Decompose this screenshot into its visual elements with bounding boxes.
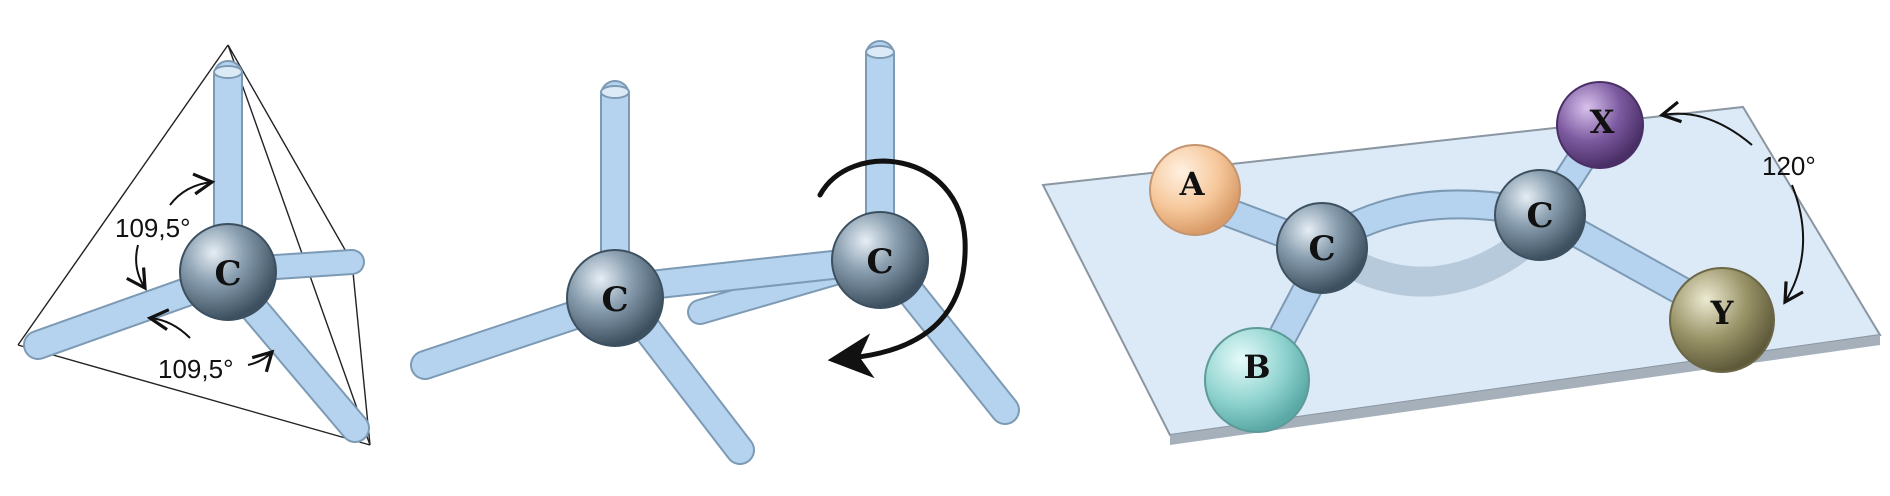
substituent-x-label: X — [1590, 103, 1615, 141]
angle-label-bottom: 109,5° — [158, 354, 233, 384]
right-carbon-label: C — [866, 242, 893, 282]
planar-left-carbon-label: C — [1308, 229, 1335, 269]
substituent-b — [1204, 327, 1310, 433]
rotation-panel: C C — [410, 40, 1020, 465]
substituent-a-label: A — [1179, 165, 1206, 203]
right-carbon-bonds — [865, 40, 1020, 425]
substituent-x — [1556, 81, 1644, 169]
carbon-atom-label: C — [214, 254, 241, 294]
substituent-y-label: Y — [1710, 294, 1735, 332]
left-carbon-atom — [566, 249, 664, 347]
tetrahedron-outline — [17, 44, 371, 446]
carbon-atom — [179, 223, 277, 321]
substituent-y — [1669, 267, 1775, 373]
angle-arrow-bottom-right — [247, 349, 275, 373]
substituent-a — [1149, 144, 1241, 236]
planar-left-carbon — [1276, 202, 1368, 294]
planar-panel: A B X Y C C 120° — [1041, 81, 1882, 445]
substituent-b-label: B — [1243, 348, 1270, 386]
left-carbon-label: C — [601, 280, 628, 320]
angle-arrow-top — [169, 172, 216, 206]
angle-label-top: 109,5° — [115, 213, 190, 243]
angle-arrow-down — [1783, 184, 1805, 305]
planar-right-carbon — [1494, 169, 1586, 261]
angle-arrow-left — [126, 244, 147, 291]
planar-right-carbon-label: C — [1526, 196, 1553, 236]
rotation-arrow — [817, 158, 968, 379]
angle-arrow-up — [1658, 100, 1753, 146]
right-carbon-atom — [831, 211, 929, 309]
angle-arrow-bottom-left — [146, 308, 191, 339]
tetrahedral-panel: C 109,5° 109,5° — [17, 44, 371, 446]
planar-angle-label: 120° — [1762, 151, 1816, 181]
